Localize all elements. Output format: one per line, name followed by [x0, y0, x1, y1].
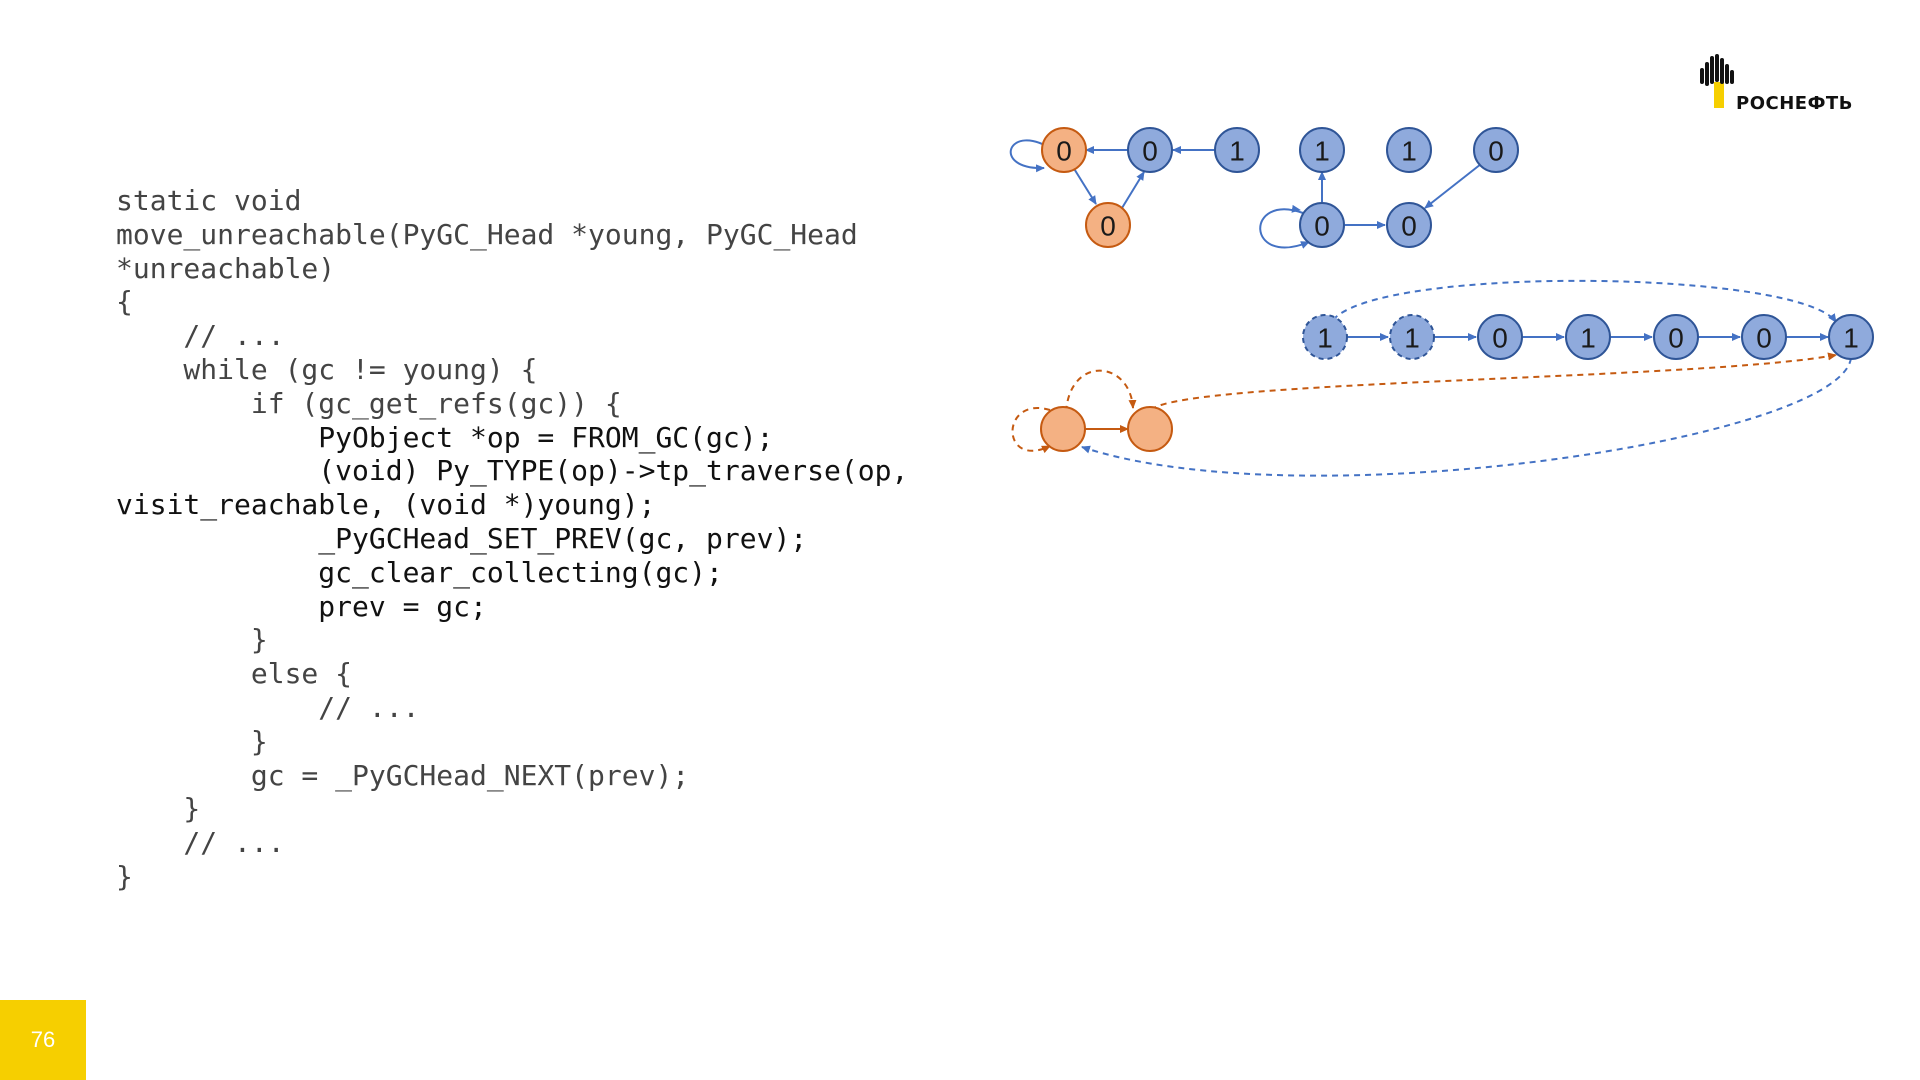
code-line: static void — [116, 184, 302, 217]
code-line: PyObject *op = FROM_GC(gc); — [116, 420, 774, 454]
node: 0 — [1741, 314, 1787, 360]
edge — [1072, 166, 1097, 205]
edge — [1259, 208, 1310, 249]
page-number: 76 — [30, 1027, 56, 1052]
dashed-edge — [1011, 407, 1051, 454]
node: 0 — [1386, 202, 1432, 248]
gc-reference-diagram: 0 0 1 0 1 1 0 0 0 1 1 0 — [1009, 127, 1874, 477]
code-line: move_unreachable(PyGC_Head *young, PyGC_… — [116, 217, 858, 251]
node-label: 0 — [1492, 323, 1508, 354]
node-label: 1 — [1314, 136, 1330, 167]
node-label: 1 — [1843, 323, 1859, 354]
code-line: } — [116, 724, 268, 758]
node: 1 — [1302, 314, 1348, 360]
code-line: } — [116, 623, 268, 657]
rosneft-logo: РОСНЕФТЬ — [1700, 54, 1880, 116]
code-listing: static void move_unreachable(PyGC_Head *… — [116, 184, 908, 894]
code-line: // ... — [116, 826, 285, 860]
node: 1 — [1214, 127, 1260, 173]
node: 0 — [1653, 314, 1699, 360]
rosneft-logo-icon — [1700, 54, 1734, 108]
code-line: if (gc_get_refs(gc)) { — [116, 386, 622, 420]
edge — [1009, 139, 1054, 173]
node-label: 1 — [1580, 323, 1596, 354]
node-label: 0 — [1401, 211, 1417, 242]
node-label: 0 — [1756, 323, 1772, 354]
node-label: 0 — [1668, 323, 1684, 354]
code-line: gc = _PyGCHead_NEXT(prev); — [116, 758, 690, 792]
code-line: *unreachable) — [116, 251, 336, 285]
node: 0 — [1473, 127, 1519, 173]
node-label: 1 — [1401, 136, 1417, 167]
dashed-edge — [1332, 279, 1837, 323]
node: 1 — [1828, 314, 1874, 360]
orange-edges — [1011, 352, 1837, 454]
logo-text: РОСНЕФТЬ — [1736, 93, 1853, 114]
node: 0 — [1477, 314, 1523, 360]
top-right-edges — [1256, 163, 1482, 249]
node: 0 — [1041, 127, 1087, 173]
code-line: (void) Py_TYPE(op)->tp_traverse(op, — [116, 454, 909, 488]
code-line: } — [116, 792, 201, 826]
node: 1 — [1299, 127, 1345, 173]
node — [1127, 406, 1173, 452]
page-number-badge: 76 — [0, 1000, 86, 1080]
node: 0 — [1127, 127, 1173, 173]
dashed-edge — [1081, 357, 1852, 477]
code-line: prev = gc; — [116, 589, 487, 623]
node-label: 0 — [1056, 136, 1072, 167]
node: 0 — [1085, 202, 1131, 248]
code-line: // ... — [116, 319, 285, 353]
node-label: 0 — [1488, 136, 1504, 167]
node: 1 — [1389, 314, 1435, 360]
node: 1 — [1565, 314, 1611, 360]
node: 1 — [1386, 127, 1432, 173]
dashed-edge — [1065, 369, 1137, 413]
top-left-edges — [1009, 139, 1215, 209]
node-label: 0 — [1100, 211, 1116, 242]
edge — [1121, 171, 1145, 209]
code-line: gc_clear_collecting(gc); — [116, 555, 723, 589]
edge — [1424, 163, 1482, 209]
edge — [1256, 209, 1303, 240]
chain-edges — [1081, 279, 1852, 477]
code-line: visit_reachable, (void *)young); — [116, 488, 656, 522]
code-line: { — [116, 285, 133, 319]
node-label: 0 — [1314, 211, 1330, 242]
node-label: 1 — [1229, 136, 1245, 167]
code-line: else { — [116, 657, 353, 691]
code-line: while (gc != young) { — [116, 352, 538, 386]
code-line: } — [116, 859, 133, 893]
code-line: // ... — [116, 690, 420, 724]
dashed-edge — [1150, 352, 1837, 411]
node: 0 — [1299, 202, 1345, 248]
node-label: 1 — [1404, 323, 1420, 354]
code-line: _PyGCHead_SET_PREV(gc, prev); — [116, 521, 808, 555]
node-label: 1 — [1317, 323, 1333, 354]
node — [1040, 406, 1086, 452]
node-label: 0 — [1142, 136, 1158, 167]
